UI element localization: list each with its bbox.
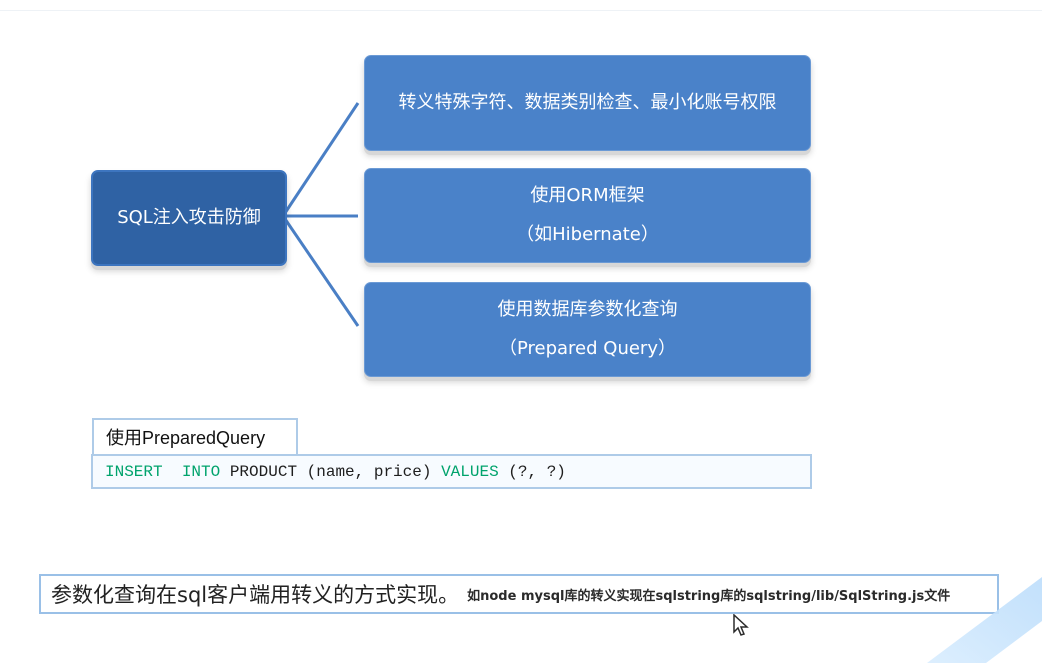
child-node-orm-subtitle: （如Hibernate）: [516, 223, 659, 245]
insert-keyword: INSERT: [105, 462, 163, 481]
spacer-1: [163, 463, 182, 481]
child-node-escaping: 转义特殊字符、数据类别检查、最小化账号权限: [364, 55, 811, 151]
connector-to-child-1: [281, 102, 360, 217]
note-main-text: 参数化查询在sql客户端用转义的方式实现。: [51, 583, 460, 607]
child-node-prepared-query: 使用数据库参数化查询 （Prepared Query）: [364, 282, 811, 377]
top-divider: [0, 10, 1042, 11]
code-tab-title: 使用PreparedQuery: [92, 418, 298, 454]
note-detail-text: 如node mysql库的转义实现在sqlstring库的sqlstring/l…: [467, 588, 951, 604]
into-keyword: INTO: [181, 462, 221, 481]
root-node: SQL注入攻击防御: [91, 170, 287, 266]
spacer-2: [220, 463, 230, 481]
spacer-4: [499, 463, 509, 481]
bottom-note: 参数化查询在sql客户端用转义的方式实现。 如node mysql库的转义实现在…: [39, 574, 999, 614]
child-node-orm: 使用ORM框架 （如Hibernate）: [364, 168, 811, 263]
mouse-pointer-icon: [733, 614, 749, 636]
child-node-orm-title: 使用ORM框架: [530, 185, 645, 206]
sql-injection-defense-diagram: SQL注入攻击防御 转义特殊字符、数据类别检查、最小化账号权限 使用ORM框架 …: [91, 55, 811, 377]
connector-to-child-3: [281, 215, 360, 327]
values-params: (?, ?): [508, 462, 566, 481]
child-node-prepared-query-title: 使用数据库参数化查询: [497, 299, 678, 320]
values-keyword: VALUES: [441, 462, 499, 481]
child-node-prepared-query-subtitle: （Prepared Query）: [498, 337, 676, 359]
code-snippet: INSERT INTO PRODUCT (name, price) VALUES…: [91, 454, 812, 489]
child-node-escaping-label: 转义特殊字符、数据类别检查、最小化账号权限: [398, 91, 777, 113]
root-node-label: SQL注入攻击防御: [117, 206, 261, 228]
spacer-3: [431, 463, 441, 481]
table-columns: PRODUCT (name, price): [229, 462, 432, 481]
